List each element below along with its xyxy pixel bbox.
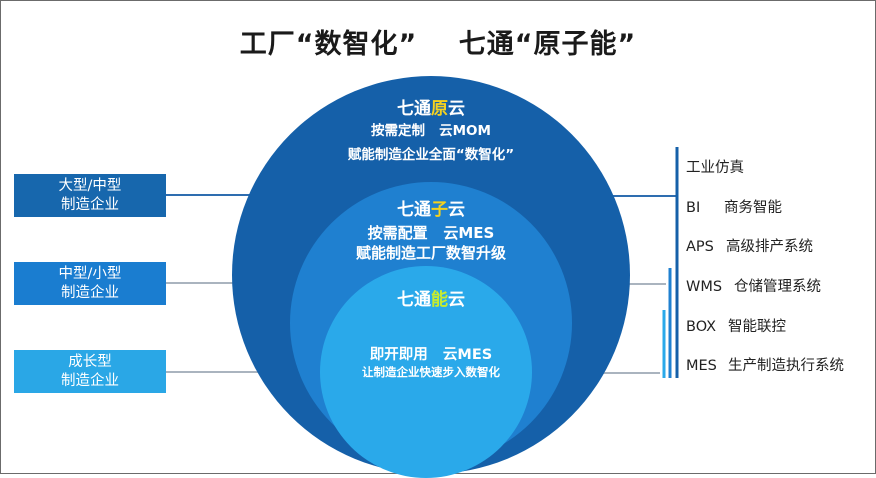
outer-circle-line1: 按需定制 云MOM <box>371 123 491 139</box>
segment-box-large-medium: 大型/中型 制造企业 <box>14 174 166 217</box>
middle-title-highlight: 子 <box>431 200 448 220</box>
module-label: 仓储管理系统 <box>734 279 821 295</box>
outer-circle-line2: 赋能制造企业全面“数智化” <box>347 147 515 163</box>
middle-circle-line2: 赋能制造工厂数智升级 <box>355 244 506 262</box>
page-title: 工厂“数智化” 七通“原子能” <box>239 29 637 60</box>
segment-box-line1: 中型/小型 <box>58 265 122 282</box>
module-label: 商务智能 <box>724 200 782 216</box>
segment-box-medium-small: 中型/小型 制造企业 <box>14 262 166 305</box>
module-label: 工业仿真 <box>686 160 744 176</box>
segment-box-growth: 成长型 制造企业 <box>14 350 166 393</box>
outer-title-suffix: 云 <box>448 99 465 119</box>
module-label: 生产制造执行系统 <box>728 358 844 374</box>
module-item: WMS 仓储管理系统 <box>686 275 821 296</box>
middle-title-suffix: 云 <box>448 200 465 220</box>
outer-title-highlight: 原 <box>431 99 448 119</box>
module-label: 高级排产系统 <box>726 239 813 255</box>
inner-title-prefix: 七通 <box>397 290 431 310</box>
inner-circle-title: 七通能云 <box>232 285 630 310</box>
inner-title-suffix: 云 <box>448 290 465 310</box>
segment-box-line2: 制造企业 <box>61 196 119 213</box>
inner-circle-line1: 即开即用 云MES <box>369 347 493 363</box>
inner-circle-line2: 让制造企业快速步入数智化 <box>362 365 500 379</box>
outer-title-prefix: 七通 <box>397 99 431 119</box>
module-item: APS 高级排产系统 <box>686 235 813 256</box>
middle-circle-title: 七通子云 <box>232 195 630 220</box>
middle-circle-line1: 按需配置 云MES <box>367 224 495 242</box>
outer-circle-title: 七通原云 <box>232 94 630 119</box>
module-item: MES 生产制造执行系统 <box>686 354 844 375</box>
module-code: BI <box>686 200 701 216</box>
inner-circle <box>320 266 532 478</box>
module-code: APS <box>686 239 714 255</box>
segment-box-line1: 大型/中型 <box>58 177 122 194</box>
module-code: BOX <box>686 319 717 335</box>
segment-box-line1: 成长型 <box>68 353 112 370</box>
middle-title-prefix: 七通 <box>397 200 431 220</box>
module-item: BOX 智能联控 <box>686 315 786 336</box>
segment-box-line2: 制造企业 <box>61 284 119 301</box>
inner-title-highlight: 能 <box>431 290 448 310</box>
module-item: BI 商务智能 <box>686 196 782 217</box>
module-code: WMS <box>686 279 723 295</box>
module-code: MES <box>686 358 717 374</box>
module-item: 工业仿真 <box>686 156 744 177</box>
module-label: 智能联控 <box>728 319 786 335</box>
segment-box-line2: 制造企业 <box>61 372 119 389</box>
